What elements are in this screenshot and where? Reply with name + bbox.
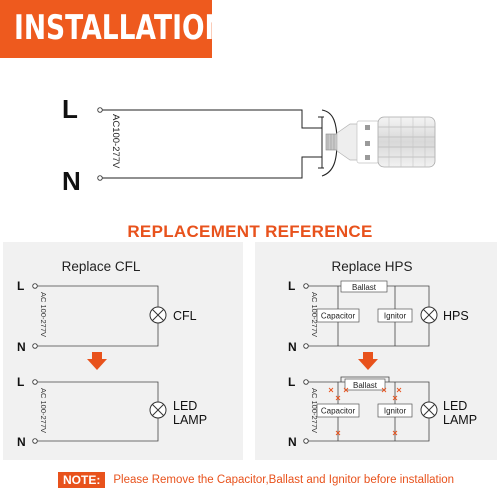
hps-panel-title: Replace HPS [331,259,412,274]
cfl-after-l-terminal [32,379,38,385]
title-banner: INSTALLATION [0,0,227,58]
hps-after-ignitor-box [377,403,413,418]
hps-before-capacitor-box [316,308,360,323]
main-n-terminal [97,175,103,181]
cfl-lamp-symbol [149,306,167,324]
hps-before-ballast-label: Ballast [352,283,377,292]
hps-after-wires [308,376,430,442]
led-corn-bulb-image [325,116,436,168]
hps-led-lamp-symbol [420,401,438,419]
hps-led-label-line1: LED [443,399,467,413]
hps-before-ballast-box [340,280,388,293]
hps-before-ignitor-box [377,308,413,323]
hps-before-capacitor-label: Capacitor [321,312,356,321]
hps-led-label-line2: LAMP [443,413,477,427]
hps-diagram: Replace HPS L N AC 100-277V Ballast Capa… [288,259,477,449]
hps-after-l-label: L [288,375,295,389]
hps-lamp-symbol [420,306,438,324]
hps-before-n-terminal [303,343,309,349]
hps-before-voltage: AC 100-277V [310,292,319,337]
page-title: INSTALLATION [14,8,227,48]
hps-after-voltage: AC 100-277V [310,388,319,433]
hps-lamp-label: HPS [443,309,469,323]
hps-after-capacitor-box [316,403,360,418]
cfl-led-label-line2: LAMP [173,413,207,427]
cfl-before-l-wire [37,285,159,307]
reference-title: REPLACEMENT REFERENCE [127,222,373,241]
hps-before-ignitor-label: Ignitor [384,312,407,321]
main-l-wire [102,109,322,129]
cfl-before-voltage: AC 100-277V [39,292,48,337]
hps-after-capacitor-label: Capacitor [321,407,356,416]
hps-after-ignitor-label: Ignitor [384,407,407,416]
cfl-panel-title: Replace CFL [62,259,141,274]
main-n-wire [102,156,322,179]
main-l-label: L [62,94,78,124]
cfl-after-n-label: N [17,435,26,449]
cfl-before-l-terminal [32,283,38,289]
note-label: NOTE: [58,472,106,488]
hps-after-l-terminal [303,379,309,385]
cfl-after-n-wire [37,418,159,442]
cfl-after-l-wire [37,381,159,402]
cfl-diagram: Replace CFL L N AC 100-277V CFL L N AC 1… [17,259,207,449]
main-wiring: L N AC100-277V [62,94,436,196]
note-text: Please Remove the Capacitor,Ballast and … [113,474,455,486]
hps-after-ballast-box [344,378,386,391]
cfl-before-l-label: L [17,279,24,293]
cfl-before-n-terminal [32,343,38,349]
hps-after-ballast-label: Ballast [353,381,378,390]
cfl-before-n-wire [37,323,159,347]
hps-before-wires [308,285,430,347]
cfl-after-l-label: L [17,375,24,389]
main-l-terminal [97,107,103,113]
hps-before-l-terminal [303,283,309,289]
cfl-led-lamp-symbol [149,401,167,419]
installation-note: NOTE: Please Remove the Capacitor,Ballas… [58,471,454,489]
cfl-led-label-line1: LED [173,399,197,413]
hps-panel [255,242,497,460]
cfl-panel [3,242,243,460]
hps-before-n-label: N [288,340,297,354]
cfl-after-voltage: AC 100-277V [39,388,48,433]
cfl-lamp-label: CFL [173,309,197,323]
cfl-after-n-terminal [32,438,38,444]
cfl-before-n-label: N [17,340,26,354]
hps-before-l-label: L [288,279,295,293]
hps-arrow-down-icon [358,352,378,370]
cfl-arrow-down-icon [87,352,107,370]
main-n-label: N [62,166,81,196]
main-voltage: AC100-277V [110,114,121,169]
hps-after-n-label: N [288,435,297,449]
hps-after-n-terminal [303,438,309,444]
